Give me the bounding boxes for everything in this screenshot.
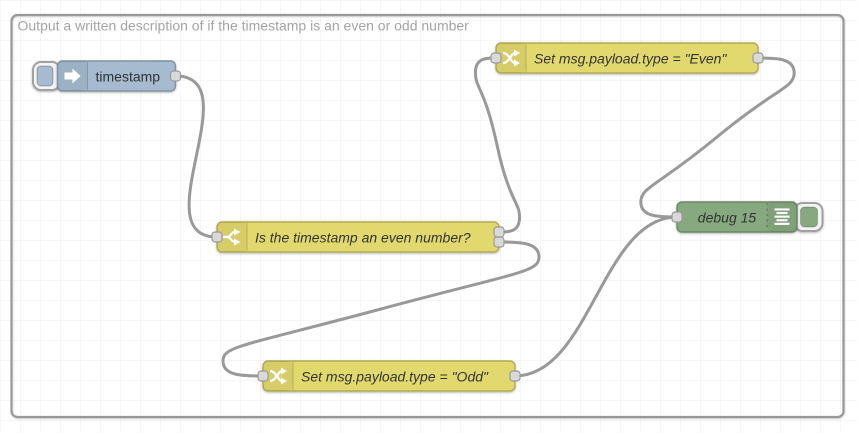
output-port-0[interactable] [169,70,182,82]
debug-toggle-button[interactable] [793,202,824,232]
node-set-even-change[interactable]: Set msg.payload.type = "Even" [490,42,764,74]
wire-timestamp-inject-to-even-check-switch[interactable] [174,74,219,239]
inject-arrow-icon [64,68,81,84]
node-timestamp-inject[interactable]: timestamp [32,60,182,92]
node-label: Set msg.payload.type = "Odd" [301,369,489,385]
icon-shade [217,222,247,252]
change-shuffle-icon [502,49,520,67]
input-port[interactable] [211,231,223,243]
input-port[interactable] [490,52,502,64]
node-label: debug 15 [698,210,757,226]
group-border[interactable] [10,13,845,419]
node-even-check-switch[interactable]: Is the timestamp an even number? [211,221,505,253]
node-set-odd-change[interactable]: Set msg.payload.type = "Odd" [257,360,521,392]
wire-even-check-switch-to-set-odd-change[interactable] [221,240,541,378]
change-shuffle-icon [269,367,287,385]
wire-set-odd-change-to-debug-15[interactable] [513,215,679,378]
group-label: Output a written description of if the t… [18,18,470,34]
node-debug-15[interactable]: debug 15 [671,201,824,233]
node-label: Set msg.payload.type = "Even" [534,51,727,67]
output-port-1[interactable] [493,236,505,248]
inject-button[interactable] [32,61,61,91]
output-port-0[interactable] [493,226,505,238]
output-port-0[interactable] [752,52,764,64]
wire-set-even-change-to-debug-15[interactable] [639,56,796,219]
input-port[interactable] [257,370,269,382]
switch-fork-icon [223,228,241,246]
debug-list-icon [774,208,790,225]
output-port-0[interactable] [509,370,521,382]
input-port[interactable] [671,211,683,223]
node-label: Is the timestamp an even number? [255,230,471,246]
node-label: timestamp [96,69,161,85]
wire-even-check-switch-to-set-even-change[interactable] [473,56,522,234]
